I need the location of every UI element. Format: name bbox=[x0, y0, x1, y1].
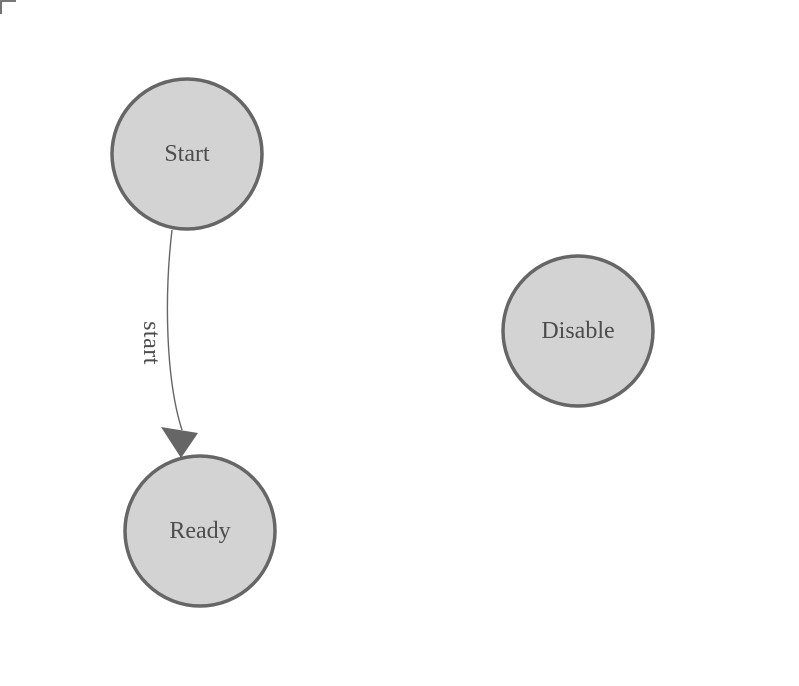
state-node-disable[interactable]: Disable bbox=[501, 254, 655, 408]
state-circle-start[interactable] bbox=[110, 77, 264, 231]
arrowhead-icon bbox=[161, 427, 198, 458]
transition-label[interactable]: start bbox=[138, 321, 164, 365]
state-label-ready: Ready bbox=[169, 518, 230, 544]
state-node-ready[interactable]: Ready bbox=[123, 454, 277, 608]
state-label-start: Start bbox=[164, 141, 210, 167]
state-node-start[interactable]: Start bbox=[110, 77, 264, 231]
state-circle-ready[interactable] bbox=[123, 454, 277, 608]
transition-start-to-ready[interactable]: start bbox=[138, 229, 198, 458]
transition-path[interactable] bbox=[166, 229, 183, 431]
state-label-disable: Disable bbox=[541, 318, 614, 344]
state-circle-disable[interactable] bbox=[501, 254, 655, 408]
canvas-corner-mark bbox=[0, 0, 16, 14]
